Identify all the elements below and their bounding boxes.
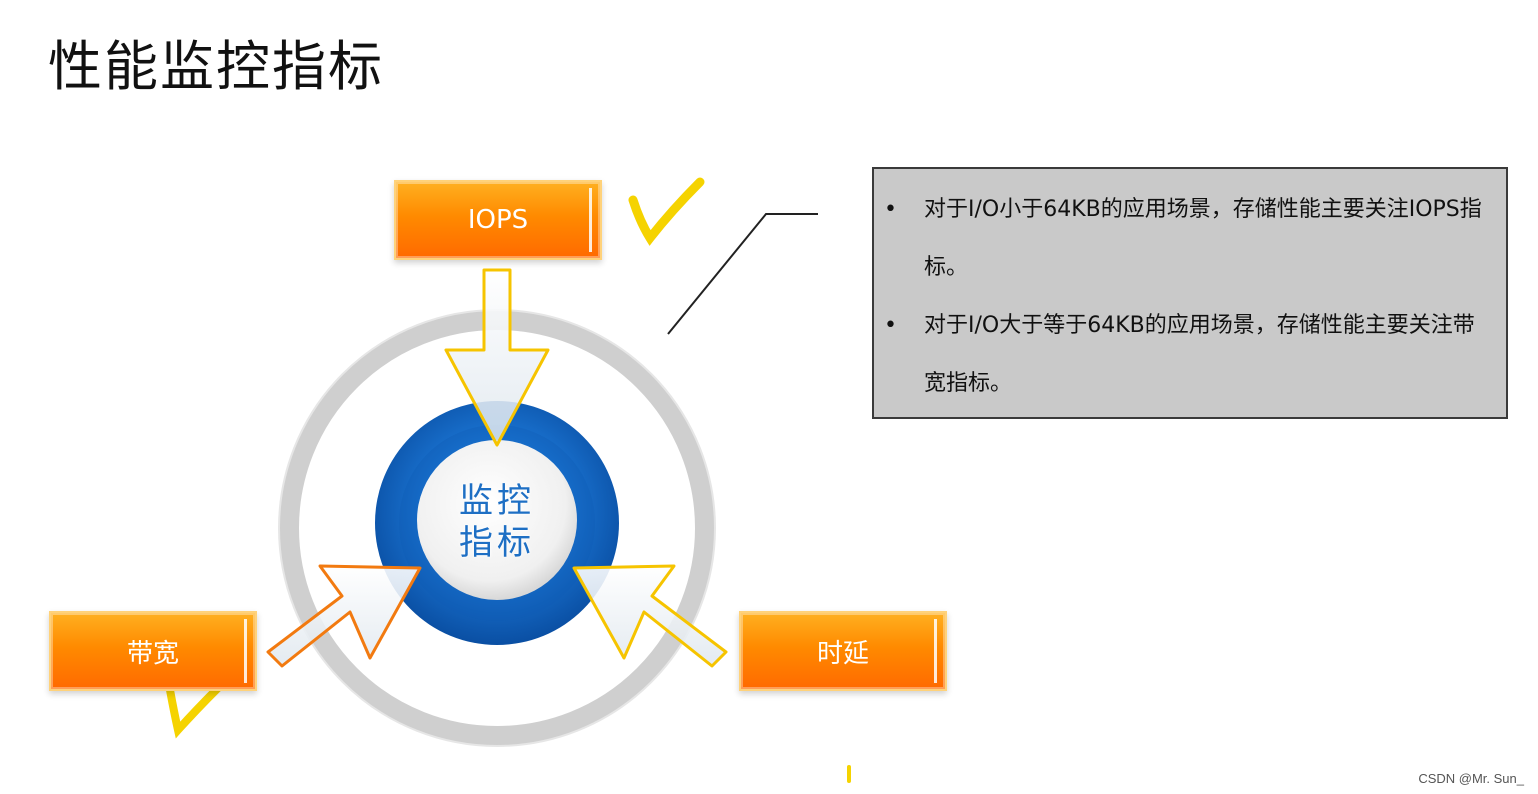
check-mark-bandwidth: [166, 684, 222, 739]
node-edge-highlight: [589, 188, 592, 252]
note-text: 对于I/O小于64KB的应用场景，存储性能主要关注IOPS指标。: [924, 197, 1482, 280]
node-bandwidth: 带宽: [49, 611, 257, 691]
note-box: • 对于I/O小于64KB的应用场景，存储性能主要关注IOPS指标。 • 对于I…: [872, 167, 1508, 419]
arrow-bandwidth: [266, 564, 422, 668]
note-text: 对于I/O大于等于64KB的应用场景，存储性能主要关注带宽指标。: [924, 313, 1475, 396]
node-iops: IOPS: [394, 180, 602, 260]
check-mark-iops: [628, 177, 705, 246]
page-title: 性能监控指标: [48, 35, 384, 98]
watermark: CSDN @Mr. Sun_: [1418, 771, 1524, 786]
bullet-icon: •: [884, 197, 897, 222]
node-latency-label: 时延: [816, 638, 869, 669]
center-label: 监控 指标: [452, 480, 542, 564]
center-disc: [417, 440, 577, 600]
arrow-iops: [444, 268, 550, 447]
arrow-latency: [572, 564, 728, 668]
center-label-line1: 监控: [459, 481, 535, 521]
leader-line: [667, 213, 818, 335]
node-iops-label: IOPS: [467, 205, 529, 235]
center-label-line2: 指标: [459, 523, 535, 563]
node-bandwidth-label: 带宽: [126, 638, 179, 669]
note-item: • 对于I/O大于等于64KB的应用场景，存储性能主要关注带宽指标。: [884, 297, 1484, 413]
node-edge-highlight: [934, 619, 937, 683]
note-item: • 对于I/O小于64KB的应用场景，存储性能主要关注IOPS指标。: [884, 181, 1484, 297]
node-latency: 时延: [739, 611, 947, 691]
node-edge-highlight: [244, 619, 247, 683]
bullet-icon: •: [884, 313, 897, 338]
